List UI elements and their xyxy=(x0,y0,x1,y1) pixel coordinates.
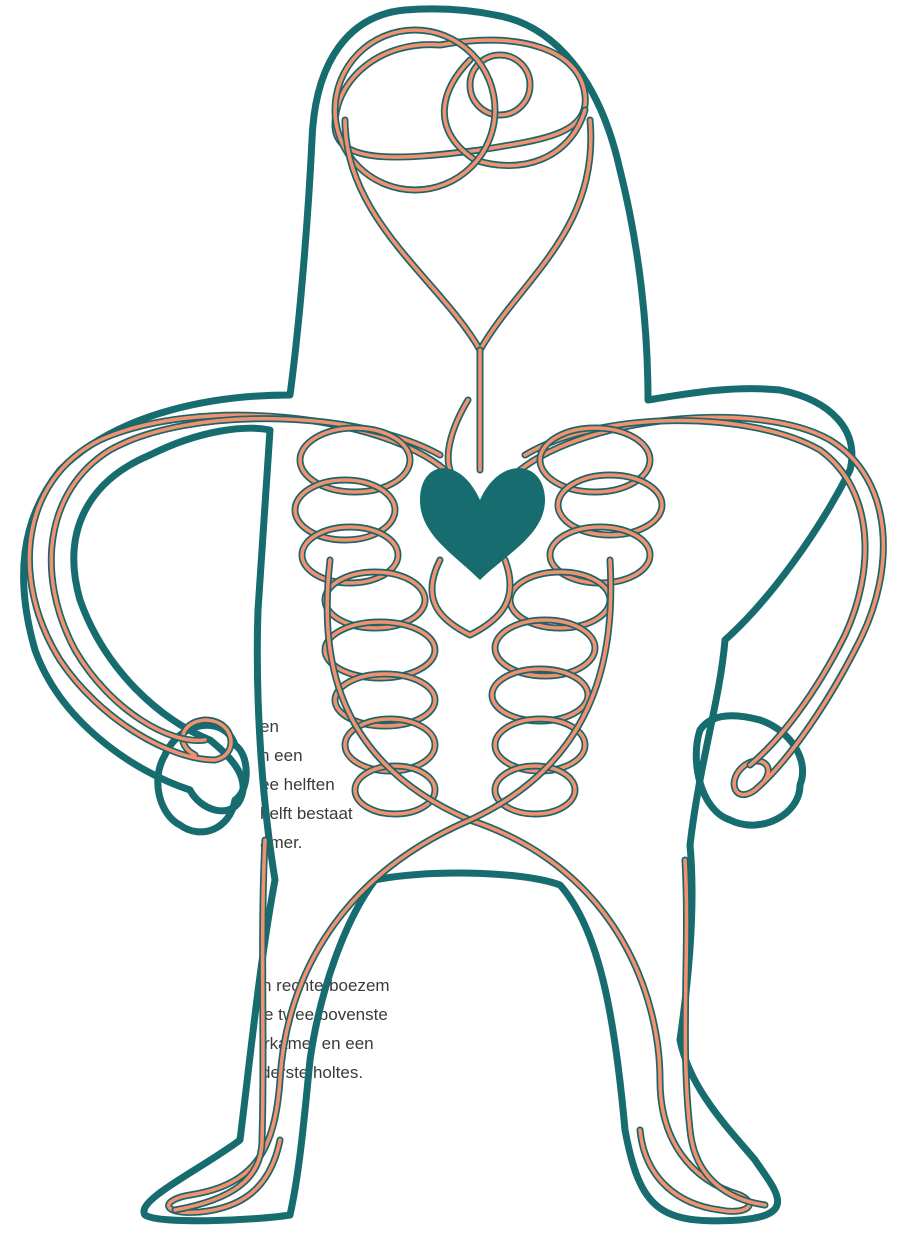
blood-vessels xyxy=(29,30,883,1212)
